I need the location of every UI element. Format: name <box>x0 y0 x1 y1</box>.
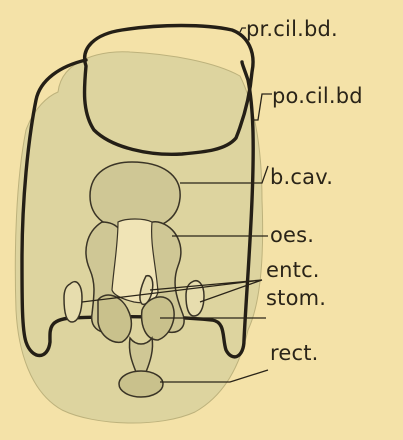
label-pr-cil-bd: pr.cil.bd. <box>246 17 338 41</box>
enterocoel-left <box>64 282 82 322</box>
label-po-cil-bd: po.cil.bd <box>272 84 363 108</box>
label-stom: stom. <box>266 286 326 310</box>
label-entc: entc. <box>266 258 320 282</box>
label-rect: rect. <box>270 341 319 365</box>
leader-po-cil-bd <box>252 94 272 120</box>
rectum <box>119 371 163 397</box>
label-b-cav: b.cav. <box>270 165 333 189</box>
label-oes: oes. <box>270 223 314 247</box>
